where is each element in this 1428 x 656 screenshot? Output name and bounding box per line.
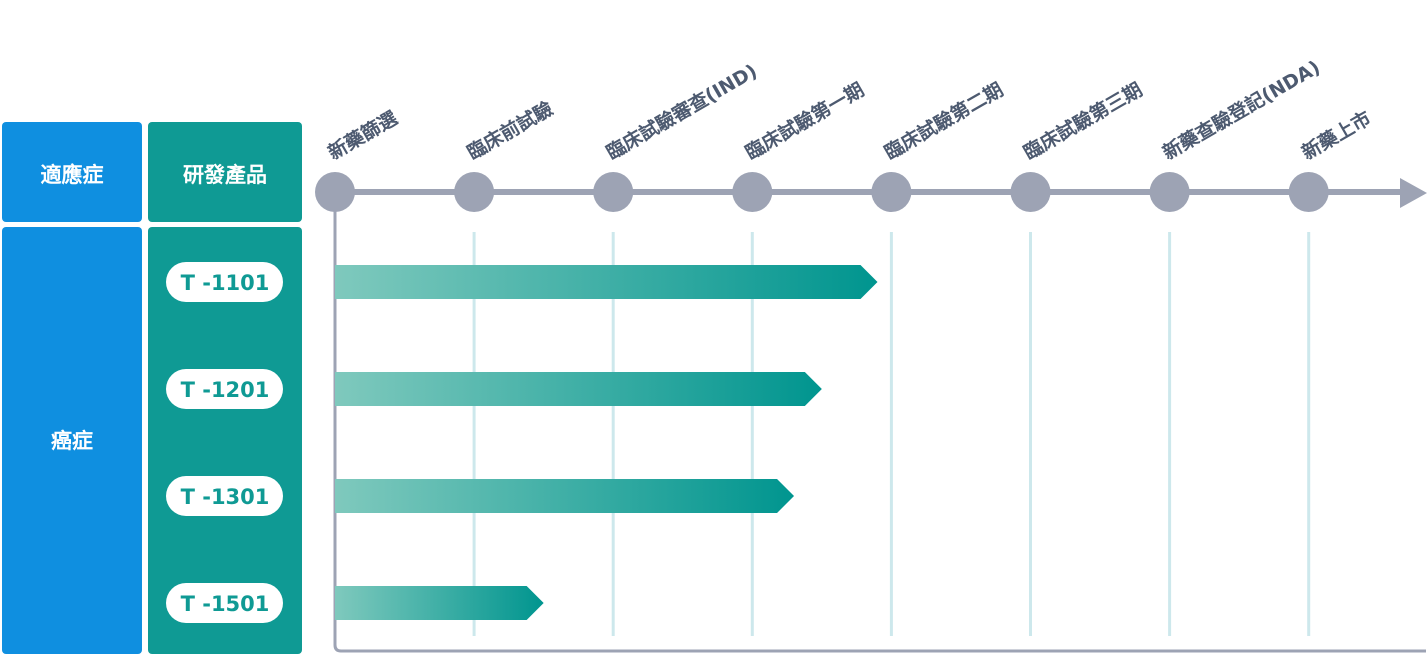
progress-bar xyxy=(335,265,878,299)
stage-label: 臨床試驗審查(IND) xyxy=(602,59,761,164)
chart-frame xyxy=(333,192,1426,653)
header-product-cell xyxy=(148,122,302,222)
stage-label: 臨床試驗第三期 xyxy=(1020,78,1147,164)
header-product: 研發產品 xyxy=(183,163,267,187)
stage-label: 臨床前試驗 xyxy=(463,97,557,164)
progress-bar xyxy=(335,479,795,513)
stage-labels: 新藥篩選 臨床前試驗臨床試驗審查(IND)臨床試驗第一期臨床試驗第二期臨床試驗第三… xyxy=(324,56,1375,165)
product-pill xyxy=(166,476,283,516)
stage-dot xyxy=(454,172,495,212)
stage-dot xyxy=(315,172,355,212)
product-pill xyxy=(166,262,283,302)
stage-dot xyxy=(1149,172,1190,212)
stage-dot xyxy=(593,172,634,212)
stage-label: 新藥篩選 xyxy=(324,106,401,164)
indication-cell xyxy=(2,227,142,654)
header-indication: 適應症 xyxy=(41,163,104,187)
stage-label: 新藥上市 xyxy=(1298,106,1375,164)
indication-label: 癌症 xyxy=(51,429,93,453)
header-indication-cell xyxy=(2,122,142,222)
product-label: T -1301 xyxy=(181,485,270,509)
product-pill xyxy=(166,369,283,409)
product-pill xyxy=(166,583,283,623)
bars xyxy=(335,265,878,620)
grid-lines xyxy=(472,232,1311,636)
stage-dot xyxy=(1010,172,1051,212)
product-column xyxy=(148,227,302,654)
product-label: T -1201 xyxy=(181,378,270,402)
axis-arrow-head xyxy=(1400,178,1427,208)
product-labels: T -1101 T -1201 T -1301 T -1501 xyxy=(166,262,283,623)
stage-dot xyxy=(871,172,912,212)
stage-label: 臨床試驗第一期 xyxy=(741,78,868,164)
progress-bar xyxy=(335,586,544,620)
product-label: T -1501 xyxy=(181,592,270,616)
stage-label: 臨床試驗第二期 xyxy=(880,78,1007,164)
stage-axis xyxy=(315,172,1427,653)
stage-dot xyxy=(732,172,773,212)
stage-dot xyxy=(1288,172,1329,212)
progress-bar xyxy=(335,372,822,406)
product-label: T -1101 xyxy=(181,271,270,295)
